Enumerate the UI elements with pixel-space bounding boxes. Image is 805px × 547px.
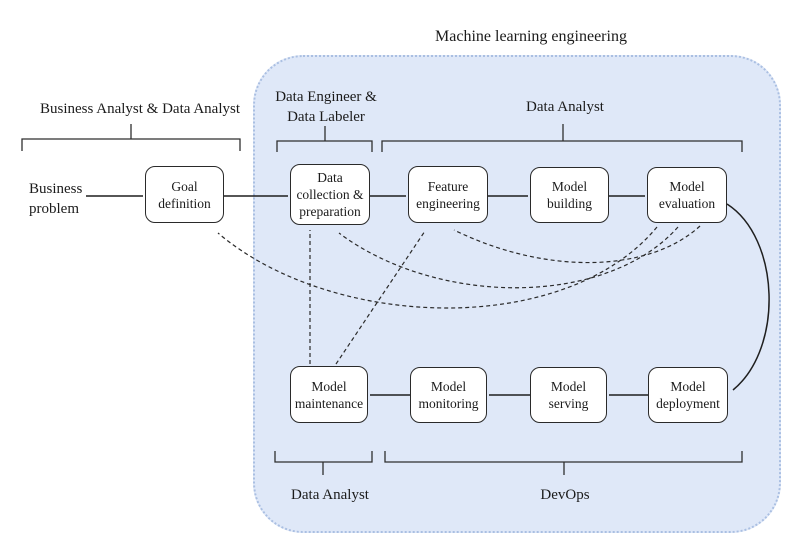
node-model-deployment: Model deployment — [648, 367, 728, 423]
feedback-maintenance-to-feature — [335, 230, 426, 365]
role-label-devops: DevOps — [540, 487, 590, 503]
node-model-monitoring: Model monitoring — [410, 367, 487, 423]
bracket-data-analyst-top — [381, 124, 743, 152]
bracket-business-analyst — [21, 124, 241, 151]
role-label-data-analyst-bottom: Data Analyst — [291, 487, 369, 503]
node-feature-engineering: Feature engineering — [408, 166, 488, 223]
feedback-evaluation-to-goal — [217, 226, 658, 309]
node-model-evaluation: Model evaluation — [647, 167, 727, 223]
node-goal-definition: Goal definition — [145, 166, 224, 223]
business-problem-label: Business problem — [29, 181, 83, 217]
bracket-data-engineer — [276, 126, 373, 152]
feedback-evaluation-to-collection — [338, 226, 679, 289]
node-model-building: Model building — [530, 167, 609, 223]
role-label-business-analyst: Business Analyst & Data Analyst — [40, 101, 240, 117]
node-data-collection: Data collection & preparation — [290, 164, 370, 225]
node-model-maintenance: Model maintenance — [290, 366, 368, 423]
diagram-title: Machine learning engineering — [435, 28, 627, 45]
bracket-data-analyst-bottom — [274, 451, 373, 475]
role-label-data-engineer: Data Engineer & Data Labeler — [275, 89, 377, 125]
node-model-serving: Model serving — [530, 367, 607, 423]
role-label-data-analyst-top: Data Analyst — [526, 99, 604, 115]
bracket-devops — [384, 451, 743, 475]
feedback-evaluation-to-feature — [453, 225, 701, 264]
arrow-evaluation-to-deployment-curve — [726, 203, 770, 391]
